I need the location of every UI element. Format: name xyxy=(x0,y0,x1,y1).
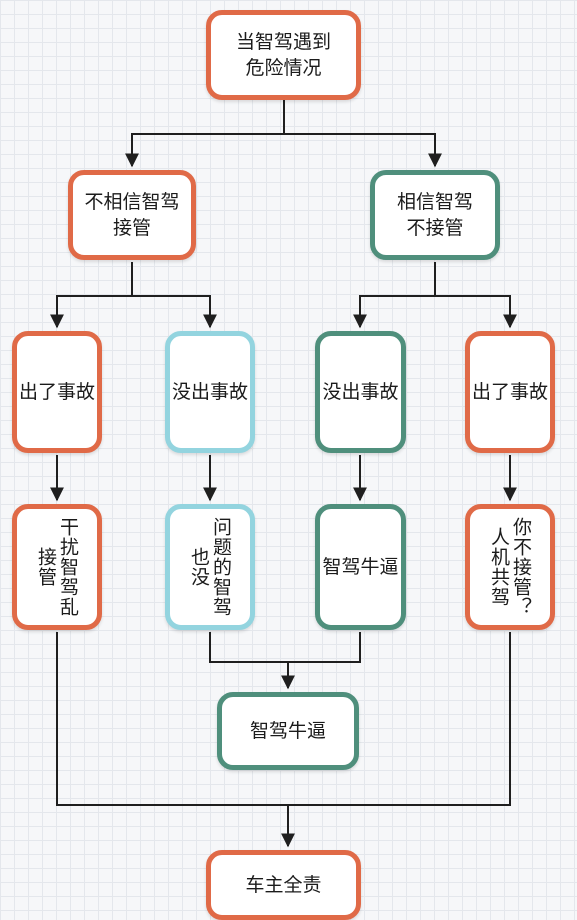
trust-node-line1: 相信智驾 xyxy=(396,191,473,213)
edge-start-to-trust xyxy=(284,133,442,168)
trust-accident-node: 出了事故 xyxy=(465,331,555,453)
interfere-node: 干扰智驾乱接管 xyxy=(12,504,102,630)
edge-interfere-to-owner xyxy=(56,632,295,848)
no-problem-node: 问题的智驾也没 xyxy=(165,504,255,630)
edge-smart1-to-smart2 xyxy=(288,632,361,663)
trust-no-accident-node: 没出事故 xyxy=(315,331,406,453)
interfere-label: 干扰智驾乱接管 xyxy=(35,517,79,617)
distrust-no-accident-node: 没出事故 xyxy=(165,331,255,453)
start-node-line2: 危险情况 xyxy=(245,57,322,79)
smart-node-1: 智驾牛逼 xyxy=(315,504,406,630)
edge-distrust-to-no-accident xyxy=(132,295,217,329)
trust-no-accident-label: 没出事故 xyxy=(322,381,399,403)
shared-driving-node: 你不接管？人机共驾 xyxy=(465,504,555,630)
distrust-node: 不相信智驾 接管 xyxy=(68,170,196,260)
start-node: 当智驾遇到 危险情况 xyxy=(206,10,361,100)
edge-start-to-distrust xyxy=(125,100,285,168)
edge-distrust-to-accident xyxy=(50,262,133,329)
owner-node: 车主全责 xyxy=(206,850,361,920)
edge-shared-to-owner xyxy=(288,632,511,806)
smart-node-2-label: 智驾牛逼 xyxy=(249,720,326,742)
trust-accident-label: 出了事故 xyxy=(471,381,548,403)
start-node-line1: 当智驾遇到 xyxy=(235,31,331,53)
owner-node-label: 车主全责 xyxy=(245,874,322,896)
trust-node: 相信智驾 不接管 xyxy=(370,170,500,260)
no-problem-label: 问题的智驾也没 xyxy=(188,517,232,617)
edge-trust-to-no-accident xyxy=(353,262,436,329)
distrust-accident-label: 出了事故 xyxy=(18,381,95,403)
edge-no-problem-to-smart2 xyxy=(209,632,295,690)
smart-node-1-label: 智驾牛逼 xyxy=(322,556,399,578)
smart-node-2: 智驾牛逼 xyxy=(217,692,359,770)
shared-driving-label: 你不接管？人机共驾 xyxy=(488,517,532,617)
trust-node-line2: 不接管 xyxy=(406,217,464,239)
distrust-accident-node: 出了事故 xyxy=(12,331,102,453)
edge-trust-to-accident xyxy=(435,295,517,329)
distrust-node-line2: 接管 xyxy=(112,217,151,239)
distrust-no-accident-label: 没出事故 xyxy=(171,381,248,403)
distrust-node-line1: 不相信智驾 xyxy=(84,191,180,213)
